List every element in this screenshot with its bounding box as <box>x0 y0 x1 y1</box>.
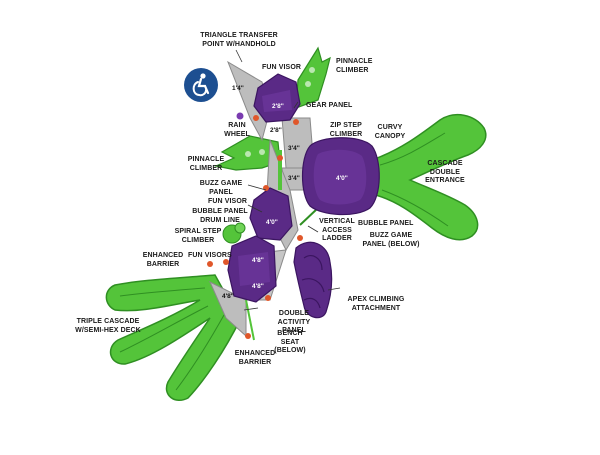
dim-4-0-mid: 4'0" <box>266 219 278 226</box>
label-buzz-game-panel-below: BUZZ GAME PANEL (BELOW) <box>362 232 420 248</box>
triple-cascade-slide <box>105 274 241 402</box>
label-fun-visor-mid: FUN VISOR <box>208 198 248 205</box>
label-vertical-access-ladder: VERTICAL ACCESS LADDER <box>319 218 355 242</box>
label-spiral-step-climber: SPIRAL STEP CLIMBER <box>174 228 222 244</box>
label-pinnacle-climber-top: PINNACLE CLIMBER <box>336 58 373 74</box>
label-rain-wheel: RAIN WHEEL <box>224 122 250 138</box>
leader-lines <box>235 49 341 311</box>
label-enhanced-barrier-left: ENHANCED BARRIER <box>142 252 184 268</box>
pinnacle-climber-top <box>295 46 331 109</box>
label-fun-visors: FUN VISORS <box>188 252 232 259</box>
wheelchair-accessibility-icon <box>184 68 218 102</box>
posts <box>207 115 303 339</box>
label-enhanced-barrier-bottom: ENHANCED BARRIER <box>234 350 276 366</box>
label-bench-seat: BENCH SEAT (BELOW) <box>274 330 306 354</box>
cascade-double-entrance-slide <box>371 113 487 241</box>
label-apex-climbing: APEX CLIMBING ATTACHMENT <box>347 296 405 312</box>
canopy-top <box>253 73 301 123</box>
label-triple-cascade: TRIPLE CASCADE W/SEMI-HEX DECK <box>75 318 141 334</box>
canopy-bottom <box>227 235 277 303</box>
label-bubble-panel-drum-line: BUBBLE PANEL DRUM LINE <box>192 208 248 224</box>
label-fun-visor-top: FUN VISOR <box>262 64 302 71</box>
label-zip-step-climber: ZIP STEP CLIMBER <box>329 122 363 138</box>
label-gear-panel: GEAR PANEL <box>306 102 353 109</box>
apex-climbing-attachment <box>293 241 333 319</box>
rain-wheel <box>236 112 244 120</box>
label-bubble-panel: BUBBLE PANEL <box>358 220 414 227</box>
dim-1-4: 1'4" <box>232 85 244 92</box>
vertical-access-ladder <box>299 207 319 226</box>
spiral-step-climber <box>222 222 246 244</box>
dim-4-8-b: 4'8" <box>252 283 264 290</box>
label-curvy-canopy: CURVY CANOPY <box>374 124 406 140</box>
label-double-activity-panel: DOUBLE ACTIVITY PANEL <box>277 310 311 334</box>
dim-4-0-canopy: 4'0" <box>336 175 348 182</box>
double-activity-panel <box>245 299 255 341</box>
dim-3-4-b: 3'4" <box>288 175 300 182</box>
dim-2-8-b: 2'8" <box>270 127 282 134</box>
dim-2-8-a: 2'8" <box>272 103 284 110</box>
dim-3-4-a: 3'4" <box>288 145 300 152</box>
label-cascade-double-entrance: CASCADE DOUBLE ENTRANCE <box>425 160 465 184</box>
canopy-mid <box>249 187 293 241</box>
label-triangle-transfer: TRIANGLE TRANSFER POINT W/HANDHOLD <box>200 32 278 48</box>
zip-step-climber <box>278 150 282 190</box>
label-buzz-game-panel: BUZZ GAME PANEL <box>199 180 243 196</box>
dim-4-8-c: 4'8" <box>222 293 234 300</box>
curvy-canopy <box>301 137 380 216</box>
label-pinnacle-climber-left: PINNACLE CLIMBER <box>187 156 225 172</box>
dim-4-8-a: 4'8" <box>252 257 264 264</box>
